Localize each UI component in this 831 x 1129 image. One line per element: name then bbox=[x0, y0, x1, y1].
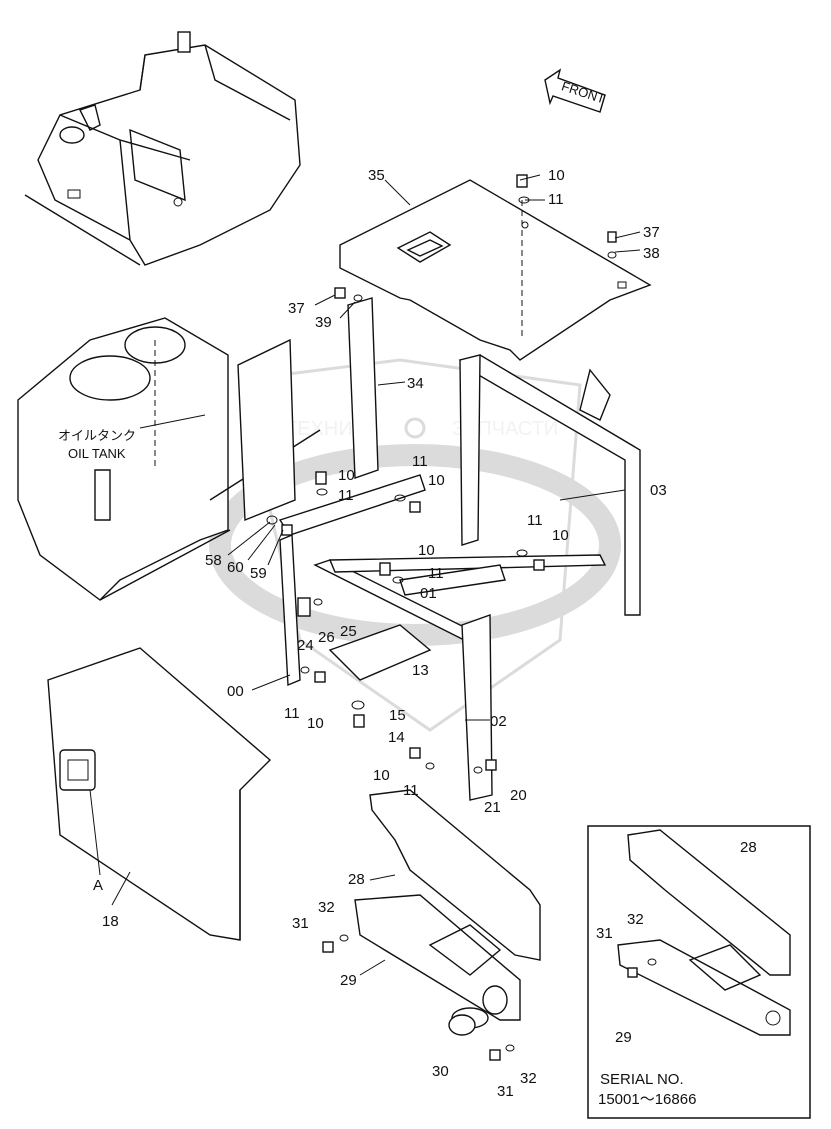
hood-overview bbox=[24, 31, 301, 266]
left-frame bbox=[237, 338, 296, 522]
main-frame bbox=[278, 474, 607, 801]
callout-59: 59 bbox=[250, 565, 267, 582]
side-plate-34 bbox=[347, 297, 379, 479]
callout-15: 15 bbox=[389, 707, 406, 724]
serial-range: 15001～16866 bbox=[598, 1091, 696, 1108]
callout-10f: 10 bbox=[307, 715, 324, 732]
callout-10c: 10 bbox=[428, 472, 445, 489]
callout-10e: 10 bbox=[418, 542, 435, 559]
callout-31a: 31 bbox=[292, 915, 309, 932]
callout-21: 21 bbox=[484, 799, 501, 816]
callout-38: 38 bbox=[643, 245, 660, 262]
callout-10b: 10 bbox=[338, 467, 355, 484]
callout-00: 00 bbox=[227, 683, 244, 700]
callout-11a: 11 bbox=[548, 191, 564, 208]
oil-tank bbox=[17, 317, 321, 601]
inset-callout-28: 28 bbox=[740, 839, 757, 856]
callout-10a: 10 bbox=[548, 167, 565, 184]
callout-11c: 11 bbox=[338, 487, 354, 504]
front-arrow-icon: FRONT bbox=[544, 68, 607, 113]
callout-02: 02 bbox=[490, 713, 507, 730]
callout-A: A bbox=[93, 877, 103, 894]
oil-tank-en: OIL TANK bbox=[68, 446, 126, 461]
callout-31b: 31 bbox=[497, 1083, 514, 1100]
callout-10d: 10 bbox=[552, 527, 569, 544]
serial-inset: 28 32 31 29 SERIAL NO. 15001～16866 bbox=[587, 825, 811, 1119]
right-frame-03 bbox=[458, 354, 641, 616]
inset-callout-29: 29 bbox=[615, 1029, 632, 1046]
callout-14: 14 bbox=[388, 729, 405, 746]
callout-37b: 37 bbox=[288, 300, 305, 317]
callout-32a: 32 bbox=[318, 899, 335, 916]
callout-11f: 11 bbox=[284, 705, 300, 722]
callout-10g: 10 bbox=[373, 767, 390, 784]
oil-tank-jp: オイルタンク bbox=[58, 428, 136, 443]
inset-callout-32: 32 bbox=[627, 911, 644, 928]
callout-18: 18 bbox=[102, 913, 119, 930]
fasteners bbox=[266, 174, 617, 1061]
callout-34: 34 bbox=[407, 375, 424, 392]
callout-32b: 32 bbox=[520, 1070, 537, 1087]
callout-13: 13 bbox=[412, 662, 429, 679]
callout-11b: 11 bbox=[412, 453, 428, 470]
callout-20: 20 bbox=[510, 787, 527, 804]
top-cover-35 bbox=[339, 179, 652, 361]
callout-60: 60 bbox=[227, 559, 244, 576]
side-door-18 bbox=[47, 647, 272, 941]
callout-30: 30 bbox=[432, 1063, 449, 1080]
callout-03: 03 bbox=[650, 482, 667, 499]
callout-11e: 11 bbox=[428, 565, 444, 582]
callout-39: 39 bbox=[315, 314, 332, 331]
serial-label: SERIAL NO. bbox=[600, 1071, 684, 1088]
callout-35: 35 bbox=[368, 167, 385, 184]
front-label: FRONT bbox=[560, 78, 607, 106]
callout-11d: 11 bbox=[527, 512, 543, 529]
callout-26: 26 bbox=[318, 629, 335, 646]
callout-25: 25 bbox=[340, 623, 357, 640]
leader-lines bbox=[89, 174, 641, 976]
callout-29: 29 bbox=[340, 972, 357, 989]
callout-58: 58 bbox=[205, 552, 222, 569]
callout-28: 28 bbox=[348, 871, 365, 888]
callout-01: 01 bbox=[420, 585, 437, 602]
callout-37a: 37 bbox=[643, 224, 660, 241]
callout-24: 24 bbox=[297, 637, 314, 654]
lower-cover-28 bbox=[354, 789, 541, 1029]
callout-11g: 11 bbox=[403, 782, 419, 799]
callouts: 35 10 11 37 38 37 39 34 オイルタンク OIL TANK … bbox=[58, 167, 667, 1100]
inset-callout-31: 31 bbox=[596, 925, 613, 942]
